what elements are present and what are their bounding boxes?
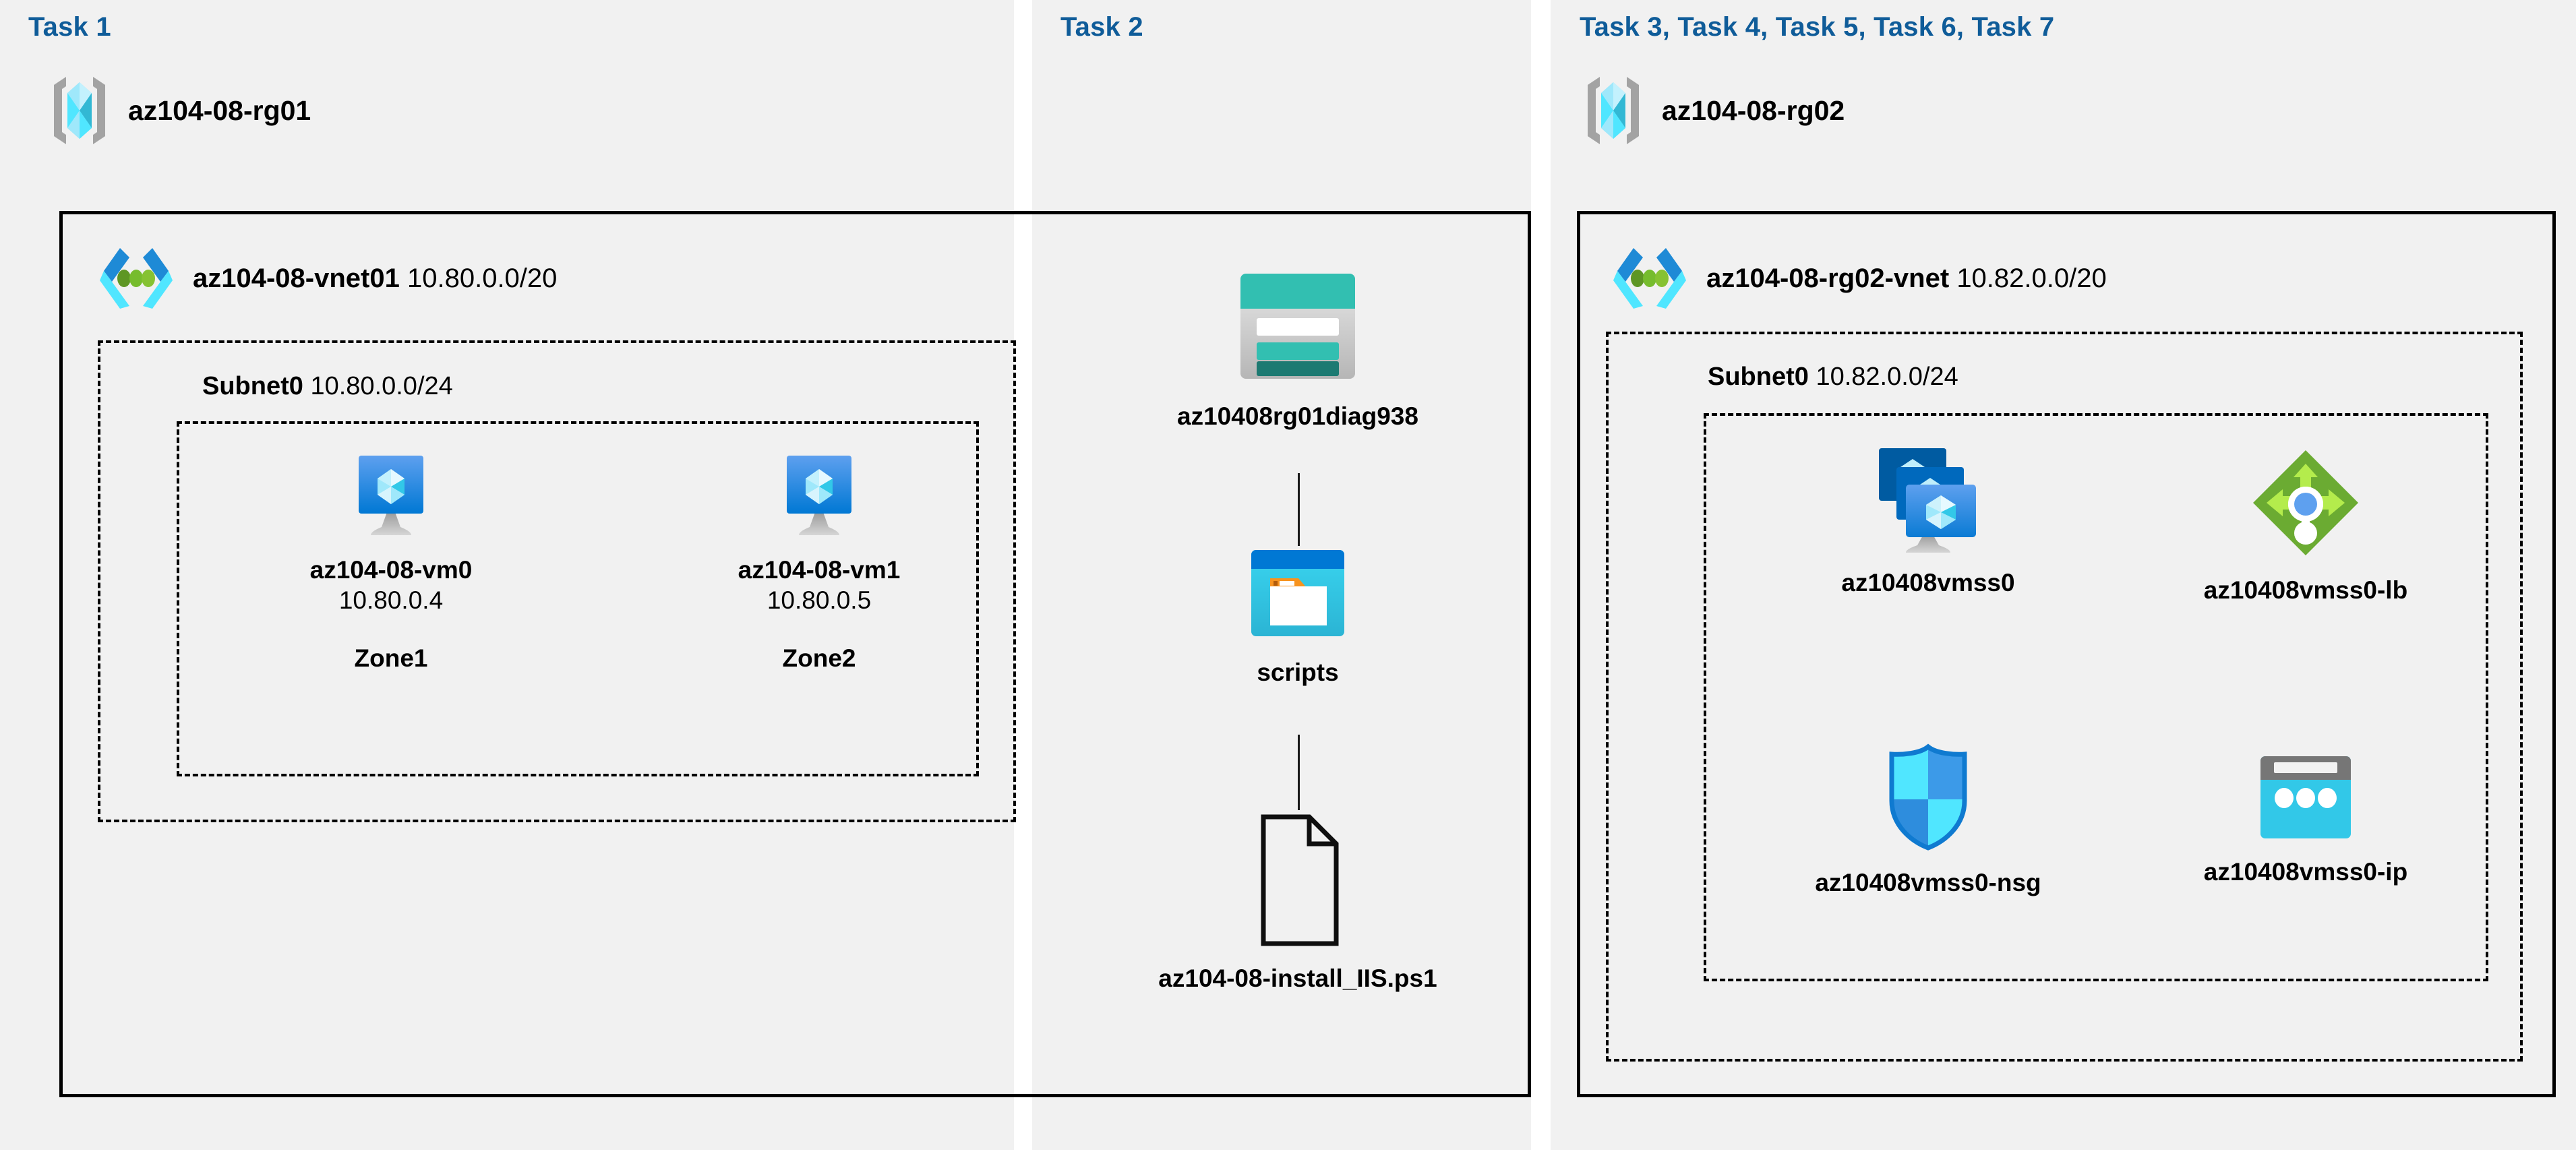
node-az104-08-vm1: az104-08-vm1 10.80.0.5 Zone2 <box>698 452 940 673</box>
resource-group-name: az104-08-rg02 <box>1662 94 1845 126</box>
subnet-title-rg02-vnet: Subnet0 10.82.0.0/24 <box>1708 363 1958 392</box>
virtual-machine-icon <box>351 452 431 538</box>
node-zone: Zone1 <box>354 644 428 672</box>
load-balancer-icon <box>2248 445 2364 561</box>
subnet-cidr: 10.82.0.0/24 <box>1816 363 1958 391</box>
vm-scale-set-icon <box>1864 441 1992 553</box>
node-label: az10408vmss0-nsg <box>1815 869 2041 896</box>
node-az104-08-vm0: az104-08-vm0 10.80.0.4 Zone1 <box>270 452 512 673</box>
vm-group-box-vnet01 <box>177 421 979 776</box>
vnet-header-vnet01: az104-08-vnet01 10.80.0.0/20 <box>94 241 557 315</box>
connector-container-to-file <box>1298 735 1300 810</box>
network-security-group-icon <box>1881 741 1975 853</box>
public-ip-address-icon <box>2256 754 2355 842</box>
resource-group-icon <box>1581 74 1646 147</box>
node-az10408vmss0-lb: az10408vmss0-lb <box>2117 445 2494 605</box>
resource-group-header-rg01: az104-08-rg01 <box>47 74 311 147</box>
node-label: scripts <box>1257 658 1339 686</box>
node-az10408vmss0: az10408vmss0 <box>1739 441 2117 598</box>
task-label-2: Task 2 <box>1060 12 1143 42</box>
node-label: az104-08-vm1 <box>738 556 901 584</box>
subnet-name: Subnet0 <box>1708 363 1809 391</box>
subnet-box-subnet0-rg02-vnet <box>1606 332 2523 1062</box>
file-icon <box>1254 813 1342 948</box>
node-ip: 10.80.0.4 <box>338 586 444 614</box>
vnet-title-rg02-vnet: az104-08-rg02-vnet 10.82.0.0/20 <box>1706 264 2107 294</box>
vnet-box-rg02-vnet <box>1577 211 2556 1097</box>
resource-group-name: az104-08-rg01 <box>128 94 311 126</box>
connector-storage-to-container <box>1298 473 1300 546</box>
node-az10408vmss0-nsg: az10408vmss0-nsg <box>1739 741 2117 898</box>
vnet-cidr: 10.80.0.0/20 <box>407 263 558 293</box>
subnet-cidr: 10.80.0.0/24 <box>310 372 453 400</box>
panel-task3-7 <box>1551 0 2576 1150</box>
blob-container-icon <box>1247 547 1348 642</box>
resource-group-icon <box>47 74 112 147</box>
node-ip: 10.80.0.5 <box>767 586 872 614</box>
node-zone: Zone2 <box>782 644 856 672</box>
virtual-network-icon <box>94 241 178 315</box>
node-scripts: scripts <box>1139 547 1456 687</box>
vnet-name: az104-08-rg02-vnet <box>1706 263 1950 293</box>
node-label: az10408vmss0 <box>1841 569 2015 596</box>
resource-group-box-rg02-vnet <box>1704 413 2488 981</box>
subnet-name: Subnet0 <box>202 372 303 400</box>
vnet-box-vnet01 <box>59 211 1531 1097</box>
task-label-3-7: Task 3, Task 4, Task 5, Task 6, Task 7 <box>1580 12 2055 42</box>
node-az10408rg01diag938: az10408rg01diag938 <box>1106 268 1490 431</box>
node-label: az10408vmss0-ip <box>2203 858 2408 886</box>
panel-task1 <box>0 0 1014 1150</box>
virtual-network-icon <box>1608 241 1691 315</box>
node-az10408vmss0-ip: az10408vmss0-ip <box>2117 754 2494 887</box>
subnet-box-subnet0-vnet01 <box>98 340 1016 822</box>
node-label: az10408vmss0-lb <box>2203 576 2408 604</box>
vnet-title-vnet01: az104-08-vnet01 10.80.0.0/20 <box>193 264 557 294</box>
vnet-name: az104-08-vnet01 <box>193 263 400 293</box>
node-label: az104-08-vm0 <box>309 556 473 584</box>
node-label: az104-08-install_IIS.ps1 <box>1158 964 1437 992</box>
vnet-header-rg02-vnet: az104-08-rg02-vnet 10.82.0.0/20 <box>1608 241 2107 315</box>
node-az104-08-install-IIS-ps1: az104-08-install_IIS.ps1 <box>1072 813 1524 993</box>
resource-group-header-rg02: az104-08-rg02 <box>1581 74 1845 147</box>
virtual-machine-icon <box>779 452 860 538</box>
subnet-title-vnet01: Subnet0 10.80.0.0/24 <box>202 372 453 401</box>
storage-account-icon <box>1235 268 1360 384</box>
vnet-cidr: 10.82.0.0/20 <box>1956 263 2107 293</box>
task-label-1: Task 1 <box>28 12 111 42</box>
node-label: az10408rg01diag938 <box>1177 402 1418 430</box>
